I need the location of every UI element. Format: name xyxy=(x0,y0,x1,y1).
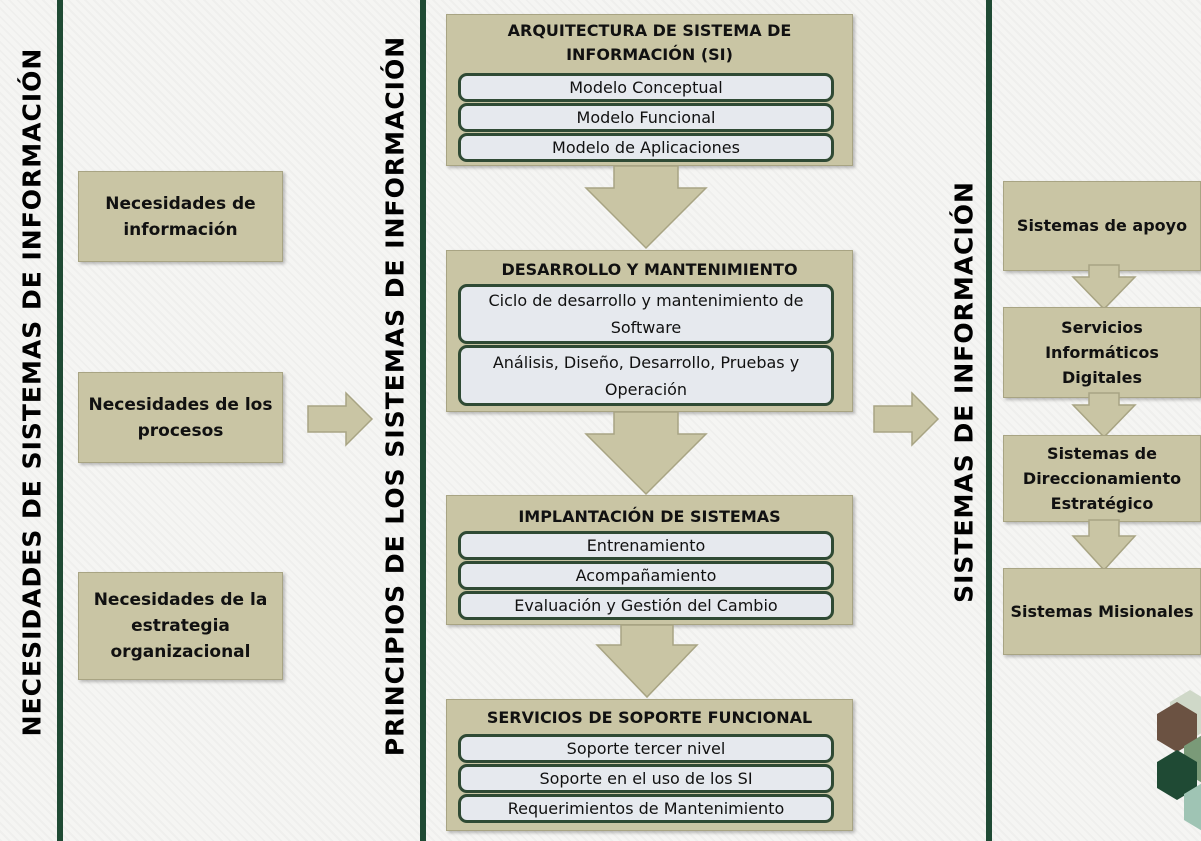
arrow-down xyxy=(1071,264,1137,311)
right-column-heading: SISTEMAS DE INFORMACIÓN xyxy=(949,181,979,603)
system-box-missional: Sistemas Misionales xyxy=(1003,568,1201,655)
decorative-hexagons-logo xyxy=(1157,690,1201,831)
left-column-heading: NECESIDADES DE SISTEMAS DE INFORMACIÓN xyxy=(17,47,47,737)
need-box-information: Necesidades de información xyxy=(78,171,283,262)
arrow-down xyxy=(584,411,708,496)
panel-item: Soporte en el uso de los SI xyxy=(458,764,834,793)
need-label: Necesidades de información xyxy=(105,193,256,240)
need-box-strategy: Necesidades de la estrategia organizacio… xyxy=(78,572,283,680)
need-label: Necesidades de los procesos xyxy=(88,394,273,441)
panel-item: Soporte tercer nivel xyxy=(458,734,834,763)
system-label: Sistemas de Direccionamiento Estratégico xyxy=(1022,444,1182,513)
panel-title: DESARROLLO Y MANTENIMIENTO xyxy=(501,260,798,279)
divider-line-right xyxy=(986,0,992,841)
panel-title: SERVICIOS DE SOPORTE FUNCIONAL xyxy=(486,708,813,727)
need-box-processes: Necesidades de los procesos xyxy=(78,372,283,463)
panel-item: Entrenamiento xyxy=(458,531,834,560)
panel-item: Modelo de Aplicaciones xyxy=(458,133,834,162)
panel-item: Evaluación y Gestión del Cambio xyxy=(458,591,834,620)
panel-title: IMPLANTACIÓN DE SISTEMAS xyxy=(518,507,781,526)
panel-support: SERVICIOS DE SOPORTE FUNCIONAL Soporte t… xyxy=(446,699,853,831)
arrow-right-principles-to-systems xyxy=(873,391,940,447)
arrow-down xyxy=(1071,392,1137,439)
system-label: Servicios Informáticos Digitales xyxy=(1045,318,1159,387)
panel-item: Acompañamiento xyxy=(458,561,834,590)
panel-architecture: ARQUITECTURA DE SISTEMA DE INFORMACIÓN (… xyxy=(446,14,853,166)
panel-item: Modelo Conceptual xyxy=(458,73,834,102)
panel-development: DESARROLLO Y MANTENIMIENTO Ciclo de desa… xyxy=(446,250,853,412)
divider-line-middle xyxy=(420,0,426,841)
system-box-digital-services: Servicios Informáticos Digitales xyxy=(1003,307,1201,398)
panel-title: ARQUITECTURA DE SISTEMA DE INFORMACIÓN (… xyxy=(507,21,792,64)
system-box-support: Sistemas de apoyo xyxy=(1003,181,1201,271)
arrow-down xyxy=(584,165,708,250)
panel-item: Modelo Funcional xyxy=(458,103,834,132)
panel-item: Requerimientos de Mantenimiento xyxy=(458,794,834,823)
system-label: Sistemas de apoyo xyxy=(1016,216,1188,235)
middle-column-heading: PRINCIPIOS DE LOS SISTEMAS DE INFORMACIÓ… xyxy=(380,35,410,757)
system-box-strategic: Sistemas de Direccionamiento Estratégico xyxy=(1003,435,1201,522)
arrow-down xyxy=(1071,519,1137,572)
panel-item: Ciclo de desarrollo y mantenimiento de S… xyxy=(458,284,834,344)
need-label: Necesidades de la estrategia organizacio… xyxy=(93,590,268,662)
system-label: Sistemas Misionales xyxy=(1010,601,1194,621)
arrow-right-needs-to-principles xyxy=(307,391,374,447)
divider-line-left xyxy=(57,0,63,841)
panel-item: Análisis, Diseño, Desarrollo, Pruebas y … xyxy=(458,345,834,406)
arrow-down xyxy=(595,624,699,699)
panel-implementation: IMPLANTACIÓN DE SISTEMAS Entrenamiento A… xyxy=(446,495,853,625)
